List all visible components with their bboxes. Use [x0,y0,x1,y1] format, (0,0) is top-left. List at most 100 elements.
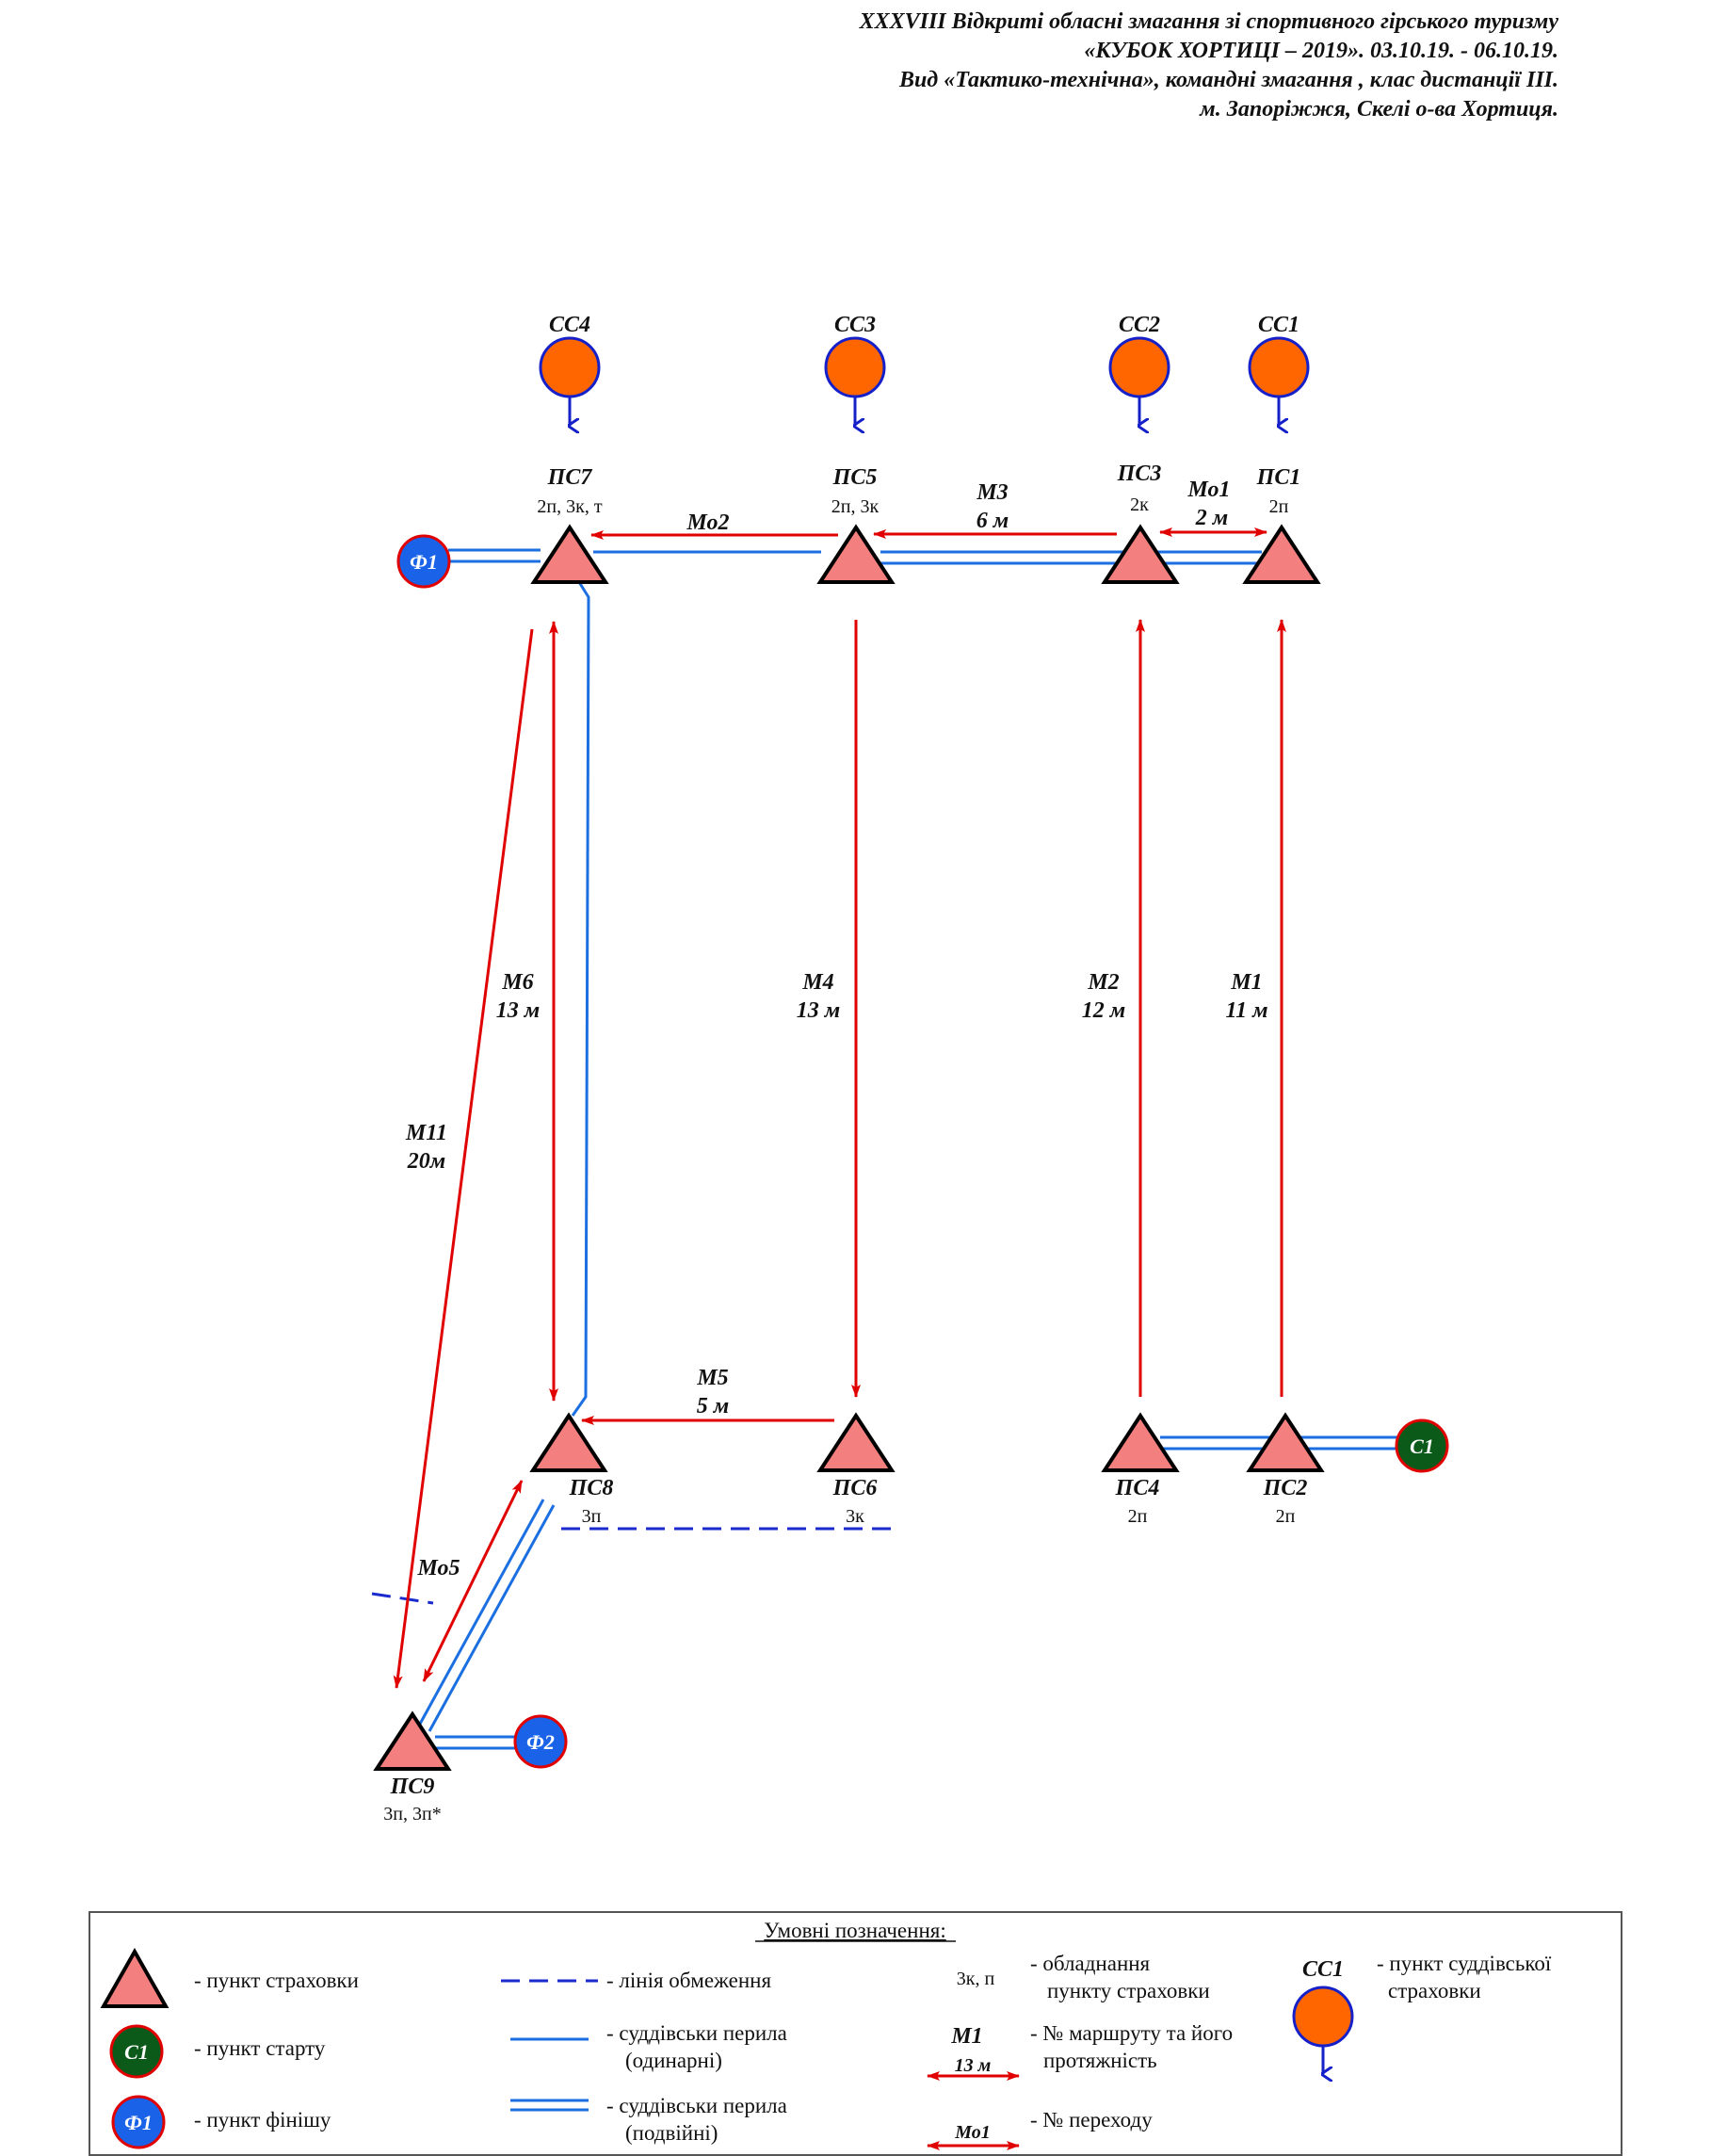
ps4-label: ПС4 [1115,1476,1160,1500]
finish2-point: Ф2 [513,1714,568,1769]
legend-start-point: - пункт старту [194,2036,326,2060]
legend-belay-point: - пункт страховки [194,1969,359,1992]
route-m1-name: М1 [1230,970,1262,995]
judge-cc1-label: СС1 [1258,313,1299,337]
legend-single-rail-1: - суддівськи перила [606,2021,787,2045]
ps6-triangle-icon [816,1412,896,1472]
page-header: XXXVIII Відкриті обласні змагання зі спо… [860,8,1558,124]
ps3-triangle-icon [1101,524,1180,584]
legend-finish-circle-icon [111,2095,166,2149]
ps8-equip: 3п [582,1506,602,1527]
ps5-equip: 2п, 3к [831,496,880,517]
legend-judge-1: - пункт суддівської [1377,1952,1552,1975]
route-m2-name: М2 [1087,970,1119,995]
legend: Умовні позначення: - пункт страховки С1 … [89,1911,1622,2156]
legend-single-rail-2: (одинарні) [625,2049,722,2072]
legend-transition-sample: Мо1 [954,2122,991,2143]
legend-finish-symbol: Ф1 [124,2111,153,2134]
route-m4-length: 13 м [797,998,840,1023]
legend-start-symbol: С1 [124,2040,149,2064]
judge-rails [417,548,1420,1750]
ps9-label: ПС9 [390,1775,435,1799]
route-m2-length: 12 м [1082,998,1125,1023]
ps2-equip: 2п [1276,1506,1296,1527]
ps3-label: ПС3 [1117,462,1162,486]
route-m11-length: 20м [407,1149,445,1174]
finish1-label: Ф1 [410,550,438,574]
ps1-equip: 2п [1269,496,1289,517]
judge-points [539,336,1310,426]
routes [393,527,1286,1689]
ps1-label: ПС1 [1256,465,1301,490]
header-line-4: м. Запоріжжя, Скелі о-ва Хортиця. [1200,97,1558,122]
legend-double-rail-1: - суддівськи перила [606,2094,787,2117]
ps9-equip: 3п, 3п* [383,1804,441,1824]
finish2-label: Ф2 [526,1730,555,1754]
legend-transition: - № переходу [1030,2108,1153,2132]
legend-route-sample-name: М1 [950,2024,982,2049]
finish1-circle-icon [396,534,451,589]
legend-equip-2: пункту страховки [1047,1979,1210,2002]
header-line-2: «КУБОК ХОРТИЦІ – 2019». 03.10.19. - 06.1… [1084,39,1558,63]
ps6-label: ПС6 [832,1476,878,1500]
ps7-label: ПС7 [547,465,593,490]
legend-start-circle-icon [109,2024,164,2079]
route-m1-length: 11 м [1225,998,1267,1023]
finish1-point: Ф1 [396,534,451,589]
route-m6-length: 13 м [496,998,540,1023]
route-m11-name: М11 [405,1121,447,1145]
legend-route-sample-len: 13 м [955,2055,992,2076]
ps4-equip: 2п [1128,1506,1148,1527]
belay-points [373,524,1325,1771]
legend-title: Умовні позначення: [764,1919,945,1942]
ps7-equip: 2п, 3к, т [537,496,602,517]
judge-cc3-icon [824,336,886,426]
judge-cc2-label: СС2 [1119,313,1160,337]
limit-lines [371,1527,895,1605]
ps2-label: ПС2 [1263,1476,1308,1500]
judge-cc1-icon [1248,336,1310,426]
legend-equip-sample: 3к, п [957,1969,995,1989]
judge-cc4-label: СС4 [549,313,590,337]
start-label: С1 [1410,1435,1434,1458]
finish2-circle-icon [513,1714,568,1769]
ps9-triangle-icon [373,1710,452,1771]
route-mo1-length: 2 м [1195,506,1228,530]
judge-cc4-icon [539,336,601,426]
route-m5-length: 5 м [697,1394,729,1418]
start-point: С1 [1395,1418,1449,1473]
ps7-triangle-icon [530,524,609,584]
ps2-triangle-icon [1246,1412,1325,1472]
route-mo5-name: Мо5 [417,1556,460,1581]
legend-judge-2: страховки [1388,1979,1481,2002]
legend-judge-sample: СС1 [1302,1957,1344,1982]
legend-judge-circle-icon [1292,1986,1354,2048]
ps1-triangle-icon [1242,524,1321,584]
legend-equip-1: - обладнання [1030,1952,1151,1975]
judge-cc3-label: СС3 [834,313,876,337]
ps8-triangle-icon [529,1412,608,1472]
route-mo5-arrow [422,1480,524,1682]
route-m3-name: М3 [976,480,1008,505]
ps4-triangle-icon [1101,1412,1180,1472]
ps5-triangle-icon [816,524,896,584]
route-m4-name: М4 [801,970,833,995]
header-line-3: Вид «Тактико-технічна», командні змаганн… [898,68,1558,92]
ps8-label: ПС8 [569,1476,614,1500]
judge-cc2-icon [1108,336,1170,426]
legend-double-rail-2: (подвійні) [625,2121,718,2145]
legend-limit-line-label: - лінія обмеження [606,1969,771,1992]
legend-route-2: протяжність [1043,2049,1157,2072]
route-mo1-name: Мо1 [1187,478,1231,502]
start-circle-icon [1395,1418,1449,1473]
ps3-equip: 2к [1130,494,1149,515]
route-m11-arrow [393,628,534,1689]
legend-finish-point: - пункт фінішу [194,2108,331,2132]
header-line-1: XXXVIII Відкриті обласні змагання зі спо… [859,9,1558,34]
legend-route-1: - № маршруту та його [1030,2021,1233,2045]
route-m3-length: 6 м [977,509,1009,533]
route-mo2-name: Мо2 [686,511,730,535]
ps6-equip: 3к [846,1506,864,1527]
legend-triangle-icon [100,1947,169,2008]
